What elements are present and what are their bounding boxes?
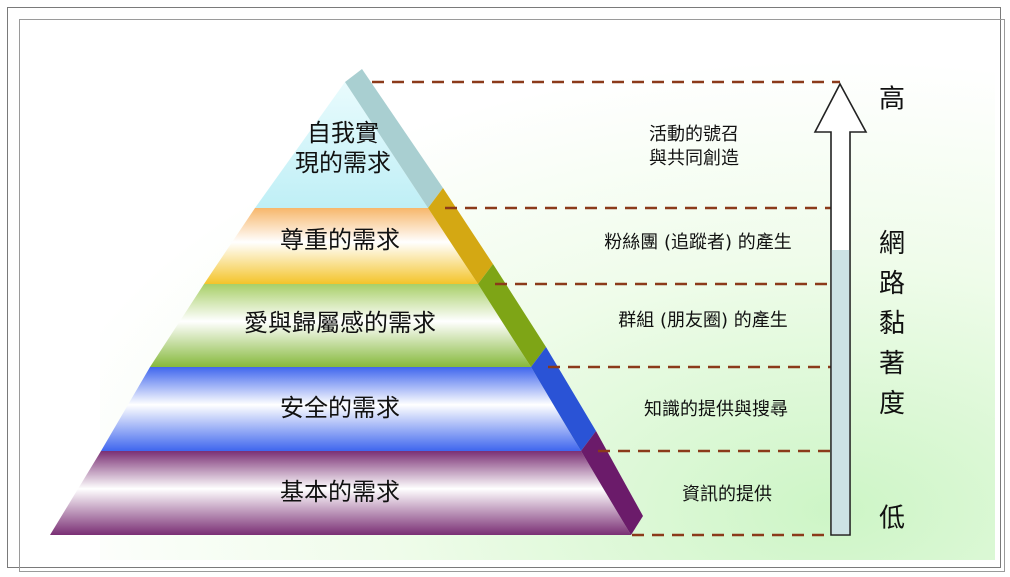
- scale-high-label: 高: [878, 84, 906, 115]
- level-description-2: 粉絲團 (追蹤者) 的產生: [604, 232, 792, 253]
- pyramid-side-2: [428, 188, 493, 284]
- scale-axis-char: 度: [878, 389, 905, 419]
- level-label-5: 基本的需求: [280, 478, 400, 506]
- level-description-5: 資訊的提供: [682, 484, 772, 505]
- pyramid-side-1: [345, 69, 443, 208]
- level-description-3: 群組 (朋友圈) 的產生: [618, 310, 788, 331]
- scale-axis-char: 著: [878, 349, 905, 379]
- level-label-4: 安全的需求: [280, 394, 400, 422]
- inner-frame: [19, 19, 1005, 572]
- scale-axis-char: 黏: [878, 309, 905, 339]
- pyramid-tier-3: [150, 284, 531, 367]
- level-label-2: 尊重的需求: [280, 226, 400, 254]
- pyramid-tier-5: [50, 451, 631, 535]
- scale-axis-char: 網: [878, 229, 905, 259]
- scale-axis-char: 路: [878, 269, 905, 299]
- level-label-1: 自我實 現的需求: [295, 119, 391, 177]
- scale-axis-label: 網路黏著度: [877, 228, 907, 428]
- pyramid-side-4: [531, 347, 596, 451]
- pyramid-tier-2: [204, 208, 478, 284]
- level-label-3: 愛與歸屬感的需求: [244, 309, 436, 337]
- pyramid-tier-1: [255, 82, 428, 208]
- dashed-guides: [372, 80, 840, 537]
- level-description-4: 知識的提供與搜尋: [644, 399, 788, 420]
- pyramid-side-3: [478, 264, 546, 367]
- scale-low-label: 低: [878, 503, 906, 534]
- pyramid-side-5: [581, 431, 643, 535]
- arrow-shaft-shade: [831, 250, 850, 534]
- level-description-1: 活動的號召 與共同創造: [649, 124, 739, 169]
- pyramid-tier-4: [101, 367, 581, 451]
